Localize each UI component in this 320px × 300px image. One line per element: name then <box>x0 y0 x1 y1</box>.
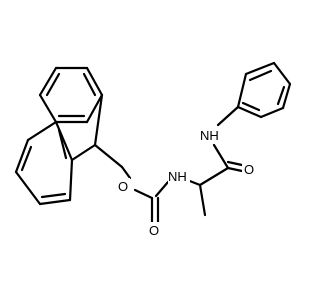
alanine-backbone <box>180 105 244 217</box>
anilide-nh-label: NH <box>200 128 219 143</box>
molecule-structure: O NH O NH O <box>14 61 292 238</box>
fluorene-bottom-ring <box>14 120 74 206</box>
carbonyl-oxygen-label: O <box>149 223 159 238</box>
amide-oxygen-label: O <box>244 162 254 177</box>
carbamate-oxygen-label: O <box>118 179 128 194</box>
fluorene-left-ring <box>38 66 104 124</box>
phenyl-ring <box>236 61 292 119</box>
fluorene-five-ring <box>54 93 104 162</box>
carbamate-nh-label: NH <box>168 169 187 184</box>
carbamate-linker <box>93 143 170 224</box>
atom-labels: O NH O NH O <box>116 127 256 238</box>
